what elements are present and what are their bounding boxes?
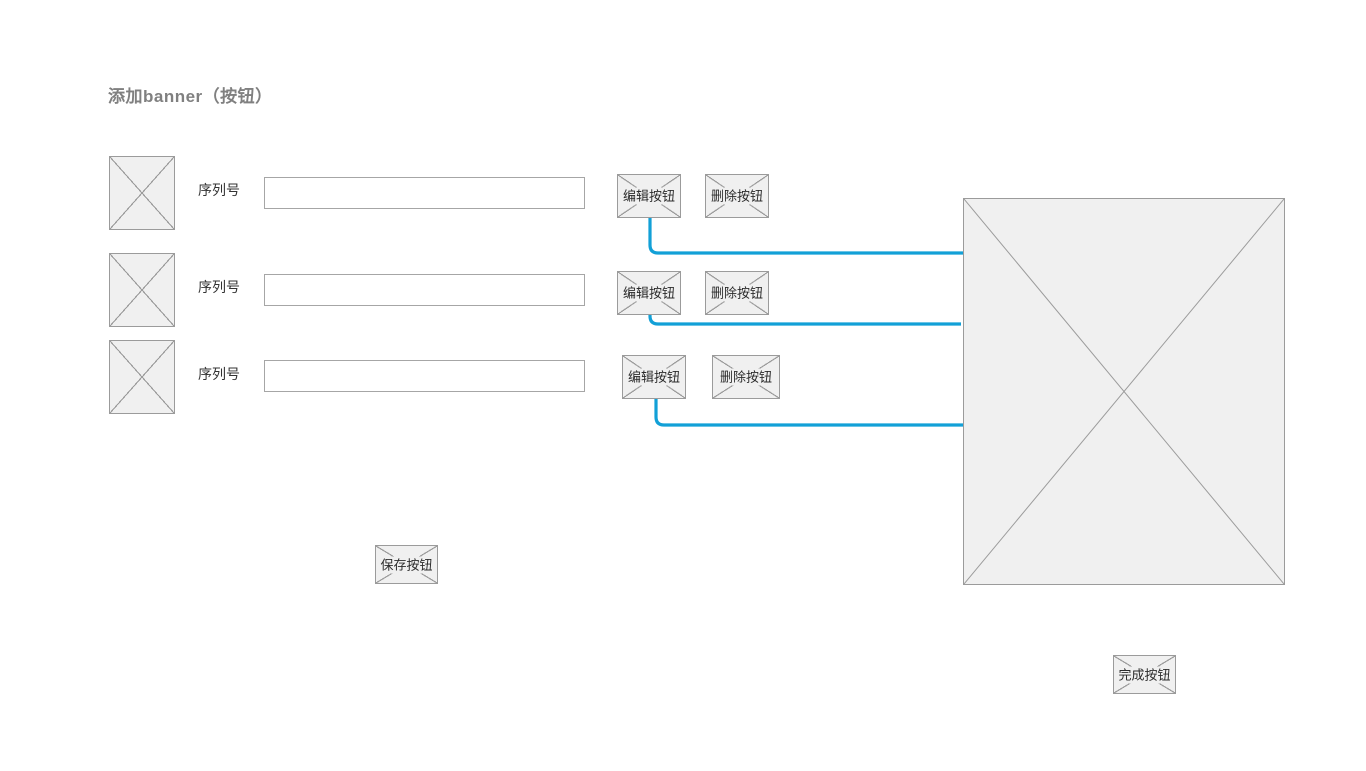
- delete-button-3[interactable]: 删除按钮: [712, 355, 780, 399]
- serial-number-input-2[interactable]: [264, 274, 585, 306]
- edit-button-3-label: 编辑按钮: [623, 368, 685, 386]
- delete-button-3-label: 删除按钮: [713, 368, 779, 386]
- delete-button-2-label: 删除按钮: [706, 284, 768, 302]
- banner-image-placeholder-1[interactable]: [109, 156, 175, 230]
- banner-editor-preview-placeholder[interactable]: [963, 198, 1285, 585]
- edit-button-1[interactable]: 编辑按钮: [617, 174, 681, 218]
- done-button[interactable]: 完成按钮: [1113, 655, 1176, 694]
- edit-button-2-label: 编辑按钮: [618, 284, 680, 302]
- edit-button-2[interactable]: 编辑按钮: [617, 271, 681, 315]
- connector-edit-1-to-preview: [648, 218, 963, 255]
- delete-button-2[interactable]: 删除按钮: [705, 271, 769, 315]
- save-button-label: 保存按钮: [376, 556, 437, 573]
- serial-number-label-2: 序列号: [198, 279, 240, 295]
- delete-button-1[interactable]: 删除按钮: [705, 174, 769, 218]
- connector-edit-3-to-preview: [654, 399, 963, 427]
- edit-button-3[interactable]: 编辑按钮: [622, 355, 686, 399]
- banner-image-placeholder-3[interactable]: [109, 340, 175, 414]
- serial-number-label-1: 序列号: [198, 182, 240, 198]
- serial-number-input-1[interactable]: [264, 177, 585, 209]
- preview-cross-icon: [964, 199, 1284, 584]
- done-button-label: 完成按钮: [1114, 666, 1175, 683]
- save-button[interactable]: 保存按钮: [375, 545, 438, 584]
- serial-number-input-3[interactable]: [264, 360, 585, 392]
- connector-edit-2-to-preview: [648, 315, 961, 326]
- banner-image-placeholder-2[interactable]: [109, 253, 175, 327]
- edit-button-1-label: 编辑按钮: [618, 187, 680, 205]
- delete-button-1-label: 删除按钮: [706, 187, 768, 205]
- serial-number-label-3: 序列号: [198, 366, 240, 382]
- page-title: 添加banner（按钮）: [108, 87, 273, 106]
